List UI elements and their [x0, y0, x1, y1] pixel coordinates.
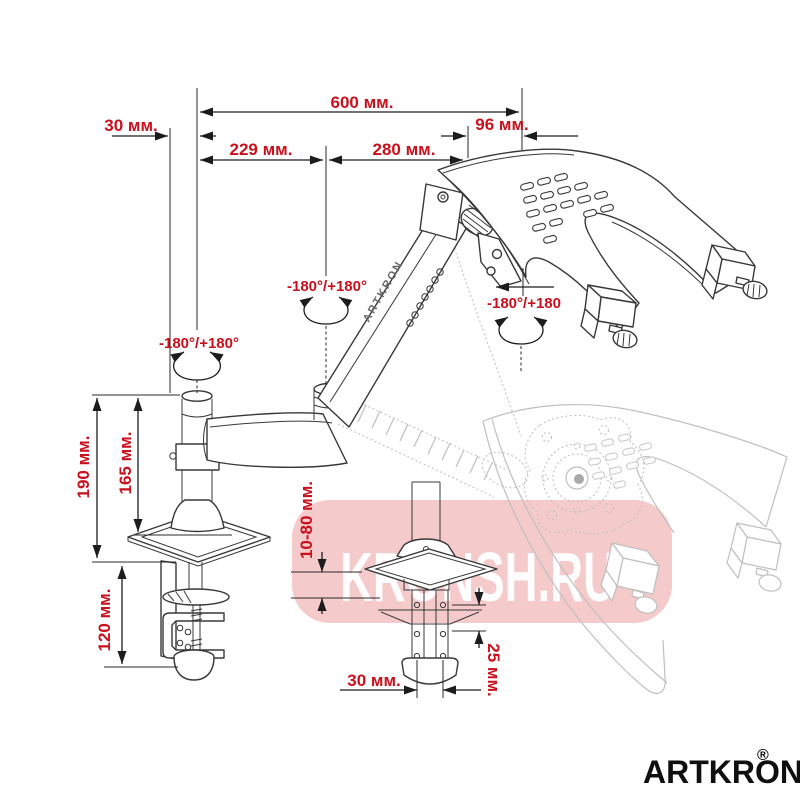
- desk-clamp-figure: [160, 560, 230, 681]
- label-elbow-rotation: -180°/+180°: [287, 278, 367, 295]
- gas-spring-arm: [317, 206, 468, 428]
- label-165: 165 мм.: [116, 432, 135, 495]
- label-280: 280 мм.: [373, 140, 436, 159]
- lower-arm: [206, 412, 348, 468]
- watermark-text: KRONSH.RU: [340, 538, 616, 616]
- label-190: 190 мм.: [74, 436, 93, 499]
- head-joint: [419, 183, 522, 288]
- tray-rotation-arc: [494, 316, 548, 345]
- ghost-vent-slots: [584, 433, 656, 489]
- pole-flare: [170, 499, 225, 533]
- grommet-mount-figure: [364, 481, 498, 685]
- label-tray-rotation: -180°/+180: [487, 295, 561, 312]
- label-base-rotation: -180°/+180°: [159, 335, 239, 352]
- base-rotation-arc: [170, 351, 224, 381]
- label-96: 96 мм.: [475, 115, 529, 134]
- main-assembly: [127, 183, 522, 567]
- ghost-arm-head: [481, 451, 529, 489]
- label-25: 25 мм.: [484, 643, 503, 697]
- label-30-bottom: 30 мм.: [347, 671, 401, 690]
- clamp-bracket: [162, 612, 225, 659]
- watermark-background: [292, 500, 672, 623]
- elbow-rotation-arc: [299, 296, 353, 325]
- label-120: 120 мм.: [95, 589, 114, 652]
- label-30-top: 30 мм.: [104, 116, 158, 135]
- tray-pivot-bracket: [477, 232, 522, 288]
- tray-front-clamp: [580, 284, 638, 349]
- tray-right-clamp: [701, 244, 768, 300]
- watermark-banner: KRONSH.RU: [292, 500, 672, 623]
- laptop-tray: [437, 148, 768, 349]
- pole-top: [181, 390, 213, 402]
- ghost-position-drawing: [337, 243, 788, 694]
- clamp-pad: [162, 588, 230, 606]
- label-600: 600 мм.: [331, 93, 394, 112]
- label-10-80: 10-80 мм.: [297, 481, 316, 559]
- spring-coils: [406, 268, 444, 327]
- ghost-arm-hatch: [357, 404, 493, 481]
- ghost-laptop-tray: [482, 403, 788, 694]
- label-229: 229 мм.: [230, 140, 293, 159]
- logo-text: ARTKRON: [643, 754, 800, 790]
- dimension-labels: 600 мм. 30 мм. 229 мм. 280 мм. 96 мм. 19…: [74, 93, 561, 697]
- screw-threads: [190, 608, 203, 647]
- clamp-bracket-holes: [176, 624, 192, 651]
- brand-logo: ARTKRON ®: [643, 747, 800, 790]
- rotation-symbols: [170, 296, 548, 393]
- ghost-front-clamp: [600, 542, 660, 614]
- ghost-thumbscrew: [634, 596, 658, 614]
- ghost-thumbscrew: [758, 574, 782, 592]
- vent-slots: [520, 172, 614, 244]
- tray-plate: [437, 148, 748, 331]
- ghost-right-clamp: [726, 522, 782, 592]
- dimension-lines: [92, 88, 578, 698]
- registered-trademark-icon: ®: [757, 747, 769, 764]
